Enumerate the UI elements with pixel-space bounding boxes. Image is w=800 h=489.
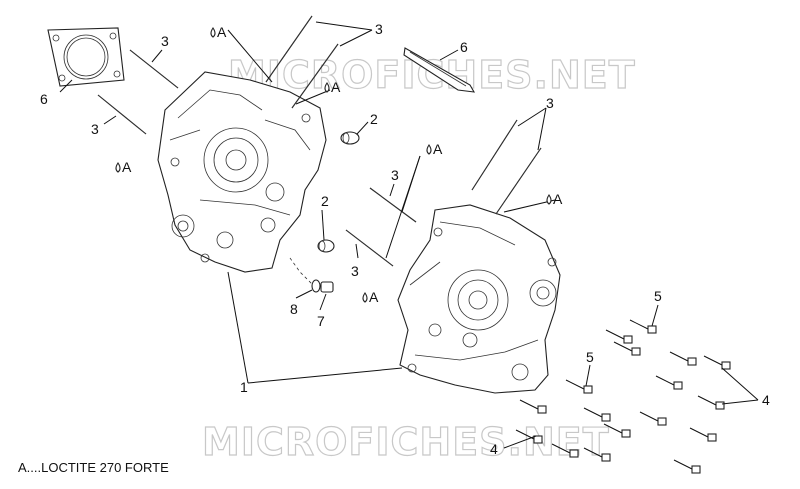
- stud-top-center-a: [265, 15, 313, 83]
- bolt: [639, 411, 667, 426]
- bolt: [519, 399, 547, 414]
- bolt: [583, 407, 611, 422]
- bolt-group: [515, 319, 731, 474]
- stud-center-b: [345, 229, 394, 267]
- callout-3-center: 3: [391, 167, 399, 183]
- stud-left-upper: [129, 49, 179, 89]
- dowel-pin-lower: [317, 239, 335, 253]
- bolt: [551, 443, 579, 458]
- loctite-drop-icon: [426, 144, 432, 155]
- callout-a-right: A: [553, 191, 563, 207]
- stud-left-lower: [97, 94, 147, 135]
- callout-8: 8: [290, 301, 298, 317]
- loctite-drop-icon: [324, 82, 330, 93]
- bolt: [603, 423, 631, 438]
- stud-top-center-b: [291, 43, 339, 109]
- bolt: [565, 379, 593, 394]
- right-crankcase-half: [397, 204, 561, 394]
- stud-right-upper-b: [495, 147, 542, 215]
- callout-a-center: A: [433, 141, 443, 157]
- loctite-drop-icon: [362, 292, 368, 303]
- bolt: [605, 329, 633, 344]
- bolt: [689, 427, 717, 442]
- bolt: [673, 459, 701, 474]
- bolt: [703, 355, 731, 370]
- cylinder-base-gasket: [47, 27, 125, 87]
- loctite-note: A....LOCTITE 270 FORTE: [18, 460, 169, 475]
- bolt: [613, 341, 641, 356]
- callout-2-upper: 2: [370, 111, 378, 127]
- left-crankcase-half: [157, 71, 327, 273]
- callout-7: 7: [317, 313, 325, 329]
- leader-lines: [59, 21, 759, 449]
- callout-5-lower: 5: [586, 349, 594, 365]
- loctite-drop-icon: [546, 194, 552, 205]
- assembly-dash-line: [289, 257, 313, 285]
- bolt: [515, 429, 543, 444]
- plug-7: [320, 281, 334, 293]
- bolt: [583, 447, 611, 462]
- callout-a-lower: A: [369, 289, 379, 305]
- callout-4-right: 4: [762, 392, 770, 408]
- stud-center-a: [369, 187, 417, 223]
- bolt: [655, 375, 683, 390]
- crankcase-gasket-strip: [403, 47, 476, 93]
- bolt: [629, 319, 657, 334]
- watermark-bottom: MICROFICHES.NET: [202, 420, 610, 464]
- dowel-pin-upper: [340, 131, 360, 145]
- callout-3-top: 3: [375, 21, 383, 37]
- callout-2-lower: 2: [321, 193, 329, 209]
- stud-right-upper-a: [471, 119, 518, 191]
- callout-3-center-lower: 3: [351, 263, 359, 279]
- callout-6-strip: 6: [460, 39, 468, 55]
- bolt: [697, 395, 725, 410]
- callout-1-crankcase: 1: [240, 379, 248, 395]
- callout-6-gasket: 6: [40, 91, 48, 107]
- callout-3-left-upper: 3: [161, 33, 169, 49]
- callout-a-left: A: [122, 159, 132, 175]
- callout-4-bottom: 4: [490, 441, 498, 457]
- o-ring-8: [311, 279, 321, 293]
- callout-a-top-center: A: [331, 79, 341, 95]
- callout-5-upper: 5: [654, 288, 662, 304]
- callout-3-left-lower: 3: [91, 121, 99, 137]
- callout-a-top-left: A: [217, 24, 227, 40]
- loctite-drop-icon: [210, 27, 216, 38]
- watermark-top: MICROFICHES.NET: [228, 53, 636, 97]
- loctite-drop-icon: [115, 162, 121, 173]
- callout-3-right: 3: [546, 95, 554, 111]
- bolt: [669, 351, 697, 366]
